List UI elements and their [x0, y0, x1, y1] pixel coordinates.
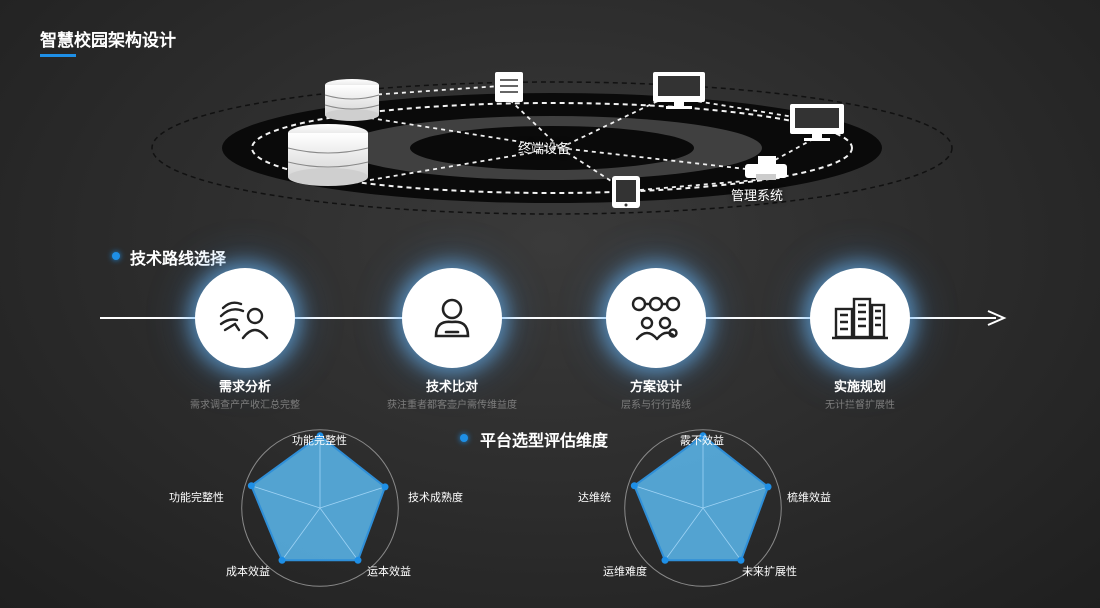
- radar-label: 功能完整性: [169, 491, 224, 504]
- radar-label: 霰不效益: [680, 434, 724, 447]
- database-icon: [287, 124, 369, 186]
- eval-heading: 平台选型评估维度: [480, 431, 609, 450]
- radar-label: 成本效益: [226, 565, 270, 578]
- printer-icon: [745, 156, 787, 180]
- radar-label: 运本效益: [367, 565, 411, 578]
- monitor-icon: [653, 72, 705, 109]
- radar-label: 达维统: [578, 491, 611, 504]
- step-circle-design[interactable]: [606, 268, 706, 368]
- radar-point: [764, 483, 772, 491]
- radar-spoke: [702, 507, 742, 561]
- hub-label: 终端设备: [518, 142, 571, 157]
- radar-label: 技术成熟度: [408, 491, 463, 504]
- step-desc: 层系与行行路线: [621, 400, 691, 411]
- step-title: 需求分析: [218, 380, 271, 395]
- radar-label: 运维难度: [603, 565, 647, 578]
- bullet-dot: [112, 252, 120, 260]
- user-icon: [434, 298, 470, 338]
- step-desc: 需求调查产产收汇总完整: [190, 400, 300, 411]
- voice-person-icon: [219, 301, 269, 340]
- document-icon: [495, 72, 523, 102]
- monitor-icon: [790, 104, 844, 141]
- step-circle-implementation[interactable]: [810, 268, 910, 368]
- network-users-icon: [631, 296, 681, 341]
- radar-point: [630, 482, 638, 490]
- radar-point: [278, 556, 286, 564]
- radar-spoke: [281, 507, 321, 561]
- radar-label: 未来扩展性: [742, 565, 797, 578]
- step-title: 方案设计: [629, 380, 682, 395]
- step-desc: 获注重者都客壶户需传维益度: [387, 400, 517, 411]
- radar-spoke: [702, 486, 769, 509]
- radar-spoke: [664, 507, 704, 561]
- page-title: 智慧校园架构设计: [40, 31, 176, 51]
- route-heading: 技术路线选择: [130, 249, 227, 268]
- bullet-dot: [460, 434, 468, 442]
- radar-point: [661, 556, 669, 564]
- radar-label: 功能完整性: [292, 434, 347, 447]
- tablet-icon: [612, 176, 640, 208]
- radar-spoke: [251, 485, 321, 509]
- radar-spoke: [319, 507, 359, 561]
- radar-point: [381, 483, 389, 491]
- title-underline: [40, 54, 76, 57]
- radar-area: [250, 434, 387, 562]
- radar-spoke: [319, 486, 386, 509]
- step-title: 实施规划: [833, 380, 886, 395]
- radar-area: [633, 434, 770, 562]
- system-label: 管理系统: [731, 189, 784, 204]
- step-circle-comparison[interactable]: [402, 268, 502, 368]
- step-desc: 无计拦督扩展性: [825, 400, 895, 411]
- database-icon: [324, 79, 380, 121]
- radar-point: [354, 556, 362, 564]
- buildings-icon: [832, 297, 888, 340]
- radar-spoke: [634, 485, 704, 509]
- step-circle-requirements[interactable]: [195, 268, 295, 368]
- radar-point: [247, 482, 255, 490]
- step-title: 技术比对: [425, 380, 478, 395]
- radar-label: 梳维效益: [787, 491, 831, 504]
- architecture-diagram: [151, 72, 953, 215]
